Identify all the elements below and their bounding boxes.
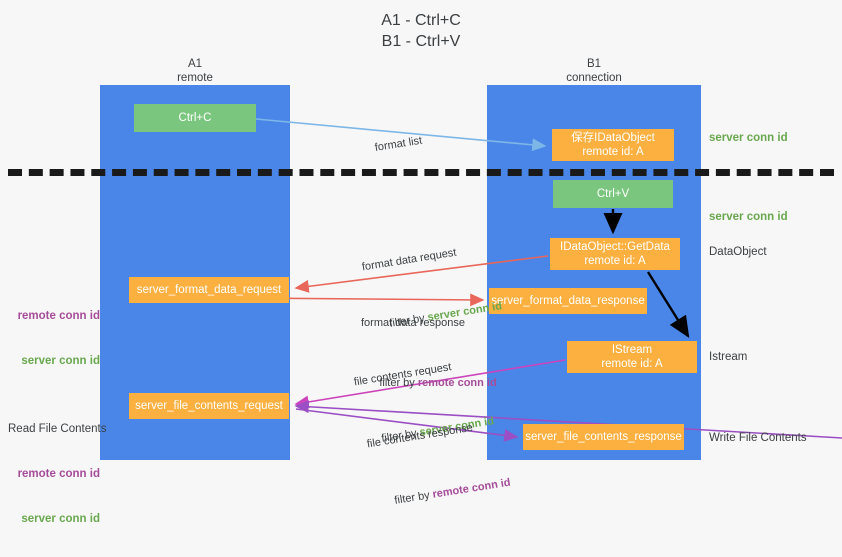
label-istream: Istream — [709, 351, 748, 363]
annotation-file-contents-response: file contents response filter by remote … — [361, 387, 518, 556]
node-server-file-contents-request-label: server_file_contents_request — [135, 400, 283, 412]
label-server-conn-id-1: server conn id — [21, 355, 100, 367]
label-server-conn-id-2: server conn id — [21, 513, 100, 525]
label-dataobject: DataObject — [709, 246, 767, 258]
node-getdata-sublabel: remote id: A — [584, 255, 646, 267]
node-ctrl-v-label: Ctrl+V — [596, 188, 630, 200]
node-server-format-data-response-label: server_format_data_response — [491, 295, 645, 307]
page-title: A1 - Ctrl+C B1 - Ctrl+V — [381, 12, 461, 50]
node-save-idataobject-sublabel: remote id: A — [582, 146, 644, 158]
annotation-format-list-text: format list — [373, 134, 423, 154]
node-server-format-data-request-label: server_format_data_request — [136, 284, 282, 296]
annotation-file-contents-request-line1: file contents request — [353, 361, 453, 389]
label-read-file-contents: Read File Contents — [8, 423, 107, 435]
column-header-b1: B1 connection — [566, 58, 622, 84]
annotation-format-data-response: format data response filter by remote co… — [361, 286, 497, 436]
node-server-format-data-response[interactable]: server_format_data_response — [489, 288, 647, 314]
annotation-format-data-response-line2: filter by remote conn id — [361, 361, 497, 406]
node-ctrl-v[interactable]: Ctrl+V — [553, 180, 673, 208]
annotation-format-data-response-highlight: remote conn id — [417, 377, 497, 389]
node-server-format-data-request[interactable]: server_format_data_request — [129, 277, 289, 303]
phase-separator — [8, 169, 834, 176]
annotation-file-contents-response-line1: file contents response — [366, 421, 474, 451]
column-header-a1: A1 remote — [177, 58, 213, 84]
node-save-idataobject[interactable]: 保存IDataObject remote id: A — [552, 129, 674, 161]
node-server-file-contents-request[interactable]: server_file_contents_request — [129, 393, 289, 419]
label-server-conn-id-mid: server conn id — [709, 211, 788, 223]
node-save-idataobject-label: 保存IDataObject — [571, 132, 655, 144]
node-istream[interactable]: IStream remote id: A — [567, 341, 697, 373]
node-server-file-contents-response[interactable]: server_file_contents_response — [523, 424, 684, 450]
annotation-file-contents-response-prefix: filter by — [393, 488, 434, 507]
node-istream-sublabel: remote id: A — [601, 358, 663, 370]
annotation-format-data-response-line1: format data response — [361, 317, 465, 329]
annotation-file-contents-response-highlight: remote conn id — [431, 476, 512, 501]
annotation-format-data-request-line1: format data request — [361, 246, 458, 274]
label-write-file-contents: Write File Contents — [709, 432, 807, 444]
annotation-file-contents-response-line2: filter by remote conn id — [373, 461, 514, 527]
diagram-canvas: A1 - Ctrl+C B1 - Ctrl+V A1 remote B1 con… — [8, 12, 842, 525]
annotation-format-data-response-prefix: filter by — [379, 377, 418, 389]
label-server-conn-id-top: server conn id — [709, 132, 788, 144]
label-remote-conn-id-2: remote conn id — [17, 468, 100, 480]
node-getdata[interactable]: IDataObject::GetData remote id: A — [550, 238, 680, 270]
label-remote-conn-id-1: remote conn id — [17, 310, 100, 322]
node-getdata-label: IDataObject::GetData — [560, 241, 670, 253]
node-ctrl-c-label: Ctrl+C — [178, 112, 212, 124]
label-group-read-file-contents: Read File Contents remote conn id server… — [8, 392, 107, 557]
annotation-format-list: format list — [369, 104, 428, 186]
node-istream-label: IStream — [611, 344, 653, 356]
label-group-format-data: remote conn id server conn id — [8, 279, 100, 399]
node-server-file-contents-response-label: server_file_contents_response — [525, 431, 682, 443]
node-ctrl-c[interactable]: Ctrl+C — [134, 104, 256, 132]
